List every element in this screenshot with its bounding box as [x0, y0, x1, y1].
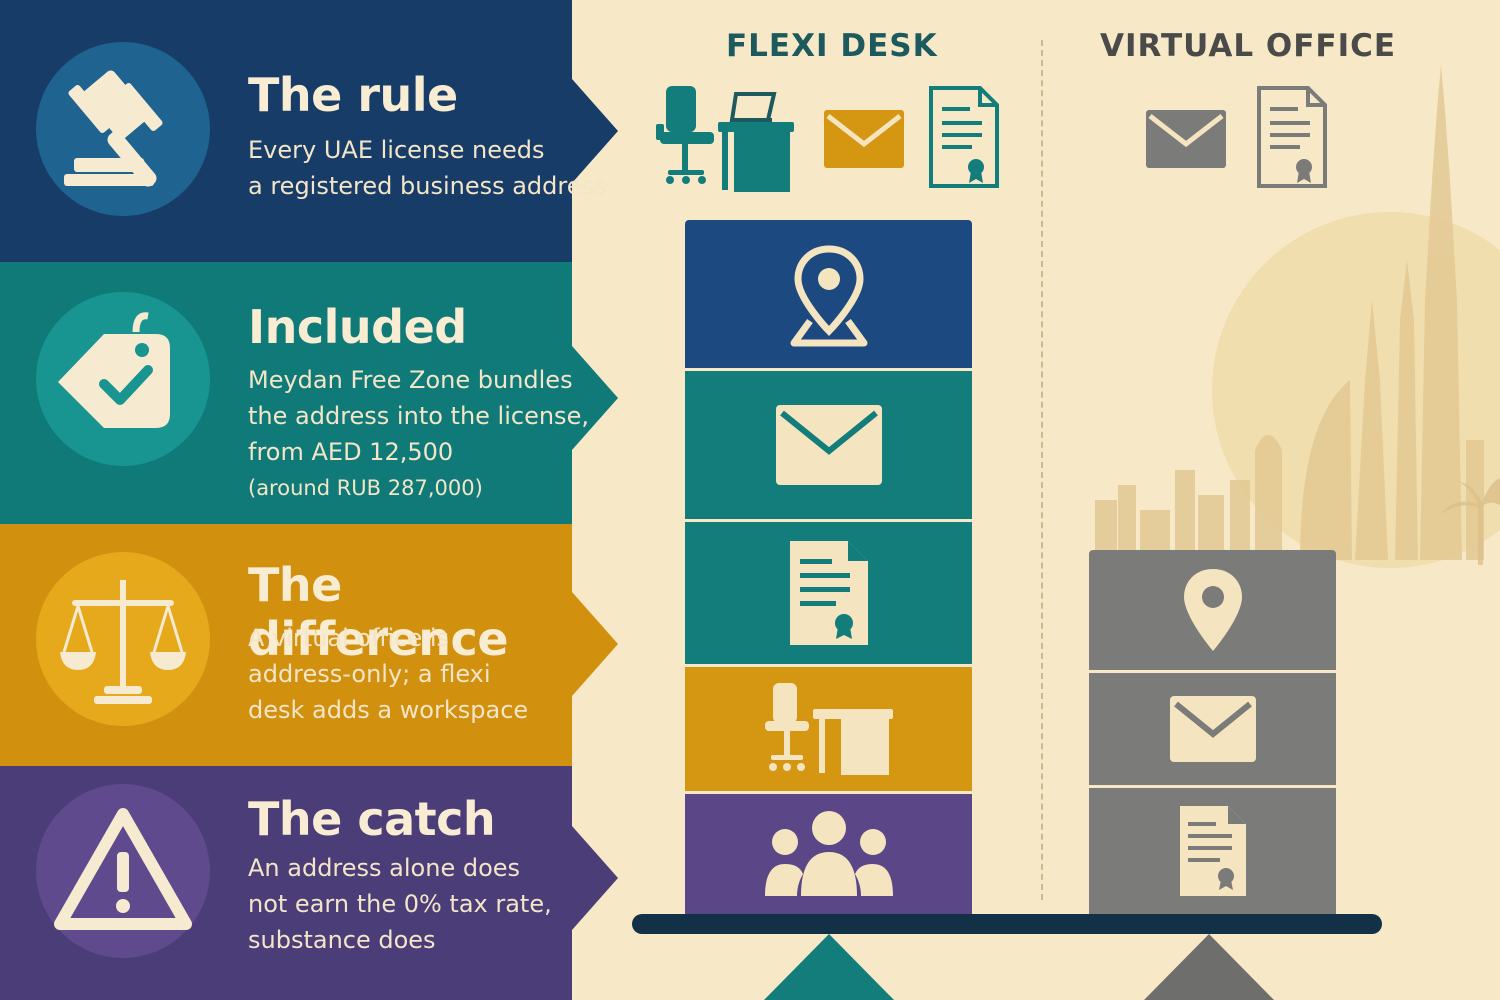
band-the-catch: The catch An address alone does not earn… [0, 766, 618, 1000]
flexi-block-mail [685, 371, 972, 519]
warning-icon [54, 808, 192, 930]
gavel-circle [36, 42, 210, 216]
envelope-icon [775, 405, 882, 485]
band-the-rule: The rule Every UAE license needs a regis… [0, 0, 618, 262]
flexi-block-workspace [685, 667, 972, 791]
fulcrum-virtual [1144, 934, 1274, 1000]
band-description: An address alone does not earn the 0% ta… [248, 850, 568, 958]
band-text-line: Meydan Free Zone bundles [248, 366, 573, 394]
flexi-block-license [685, 522, 972, 664]
balance-beam [632, 914, 1382, 934]
envelope-icon [1169, 696, 1256, 762]
virtual-block-mail [1089, 673, 1336, 785]
band-text-line: substance does [248, 926, 436, 954]
band-text-line: desk adds a workspace [248, 696, 529, 724]
band-text-line: address-only; a flexi [248, 660, 491, 688]
band-title: The difference [248, 558, 509, 666]
band-description: Meydan Free Zone bundles the address int… [248, 362, 589, 506]
virtual-office-heading: VIRTUAL OFFICE [1100, 28, 1397, 64]
location-pin-icon [1183, 569, 1242, 651]
band-text-line: Every UAE license needs [248, 136, 545, 164]
flexi-desk-heading: FLEXI DESK [726, 28, 938, 64]
certificate-document-icon [1179, 806, 1246, 896]
scales-circle [36, 552, 210, 726]
virtual-block-address [1089, 550, 1336, 670]
column-divider [1041, 40, 1043, 900]
band-text-line: not earn the 0% tax rate, [248, 890, 552, 918]
certificate-document-icon [929, 86, 999, 188]
fulcrum-flexi [764, 934, 894, 1000]
band-title: Included [248, 300, 467, 354]
certificate-document-icon [789, 541, 868, 645]
band-the-difference: The difference A virtual office is addre… [0, 524, 618, 766]
band-description: Every UAE license needs a registered bus… [248, 132, 607, 204]
location-pin-icon [790, 245, 867, 347]
band-title: The rule [248, 68, 458, 122]
scales-icon [60, 580, 186, 704]
people-group-icon [764, 811, 893, 896]
band-text-line: the address into the license, [248, 402, 589, 430]
band-text-line: from AED 12,500 [248, 438, 454, 466]
virtual-block-license [1089, 788, 1336, 914]
flexi-block-community [685, 794, 972, 914]
envelope-icon [1146, 110, 1226, 168]
flexi-block-address [685, 220, 972, 368]
tag-check-icon [58, 312, 170, 428]
desk-chair-icon [656, 86, 794, 192]
band-text-line: A virtual office is [248, 624, 450, 652]
band-text-note: (around RUB 287,000) [248, 476, 483, 500]
gavel-icon [64, 70, 163, 187]
envelope-icon [824, 110, 904, 168]
tag-circle [36, 292, 210, 466]
certificate-document-icon [1257, 86, 1327, 188]
band-included: Included Meydan Free Zone bundles the ad… [0, 262, 618, 524]
desk-chair-icon [764, 683, 893, 775]
band-text-line: a registered business address [248, 172, 607, 200]
band-title: The catch [248, 792, 496, 846]
warning-circle [36, 784, 210, 958]
band-text-line: An address alone does [248, 854, 521, 882]
band-description: A virtual office is address-only; a flex… [248, 620, 568, 728]
